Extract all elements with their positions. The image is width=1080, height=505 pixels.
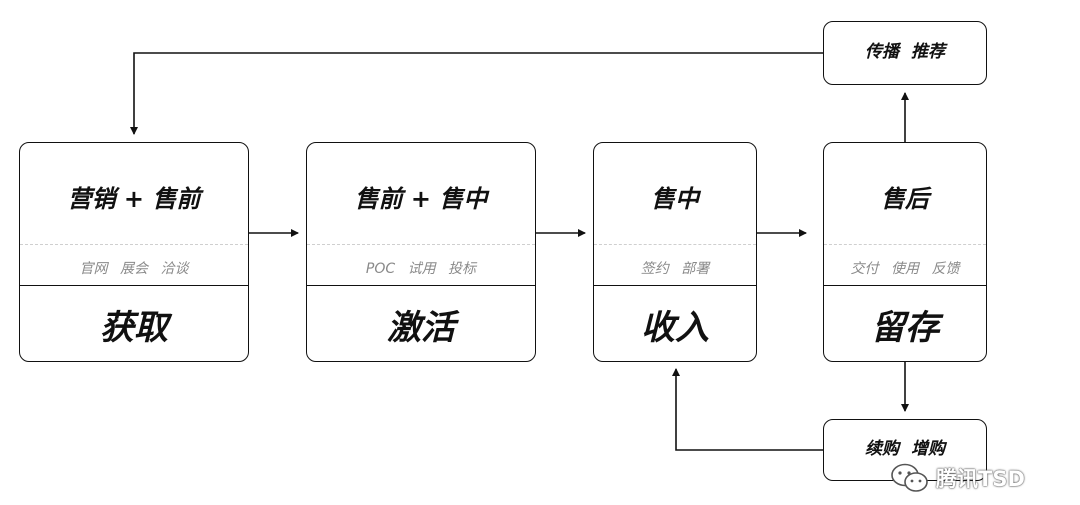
stage-activities: 交付 使用 反馈 <box>850 261 960 277</box>
stage-name: 留存 <box>871 308 939 348</box>
wechat-icon <box>891 463 928 492</box>
dashed-divider <box>20 244 248 245</box>
dashed-divider <box>307 244 535 245</box>
stage-activities: POC 试用 投标 <box>365 261 477 277</box>
referral-box: 传播 推荐 <box>823 21 987 85</box>
stage-title: 售中 <box>651 185 699 213</box>
dashed-divider <box>824 244 986 245</box>
stage-card-header: 售后 交付 使用 反馈 <box>824 143 986 286</box>
stage-title: 营销 + 售前 <box>67 185 201 213</box>
stage-card-revenue: 售中 签约 部署 收入 <box>593 142 757 362</box>
stage-name: 激活 <box>387 308 455 348</box>
arrow-referral-to-acquire <box>130 52 823 135</box>
watermark: 腾讯TSD <box>890 458 1025 498</box>
stage-card-header: 售前 + 售中 POC 试用 投标 <box>307 143 535 286</box>
stage-name: 获取 <box>100 308 168 348</box>
dashed-divider <box>594 244 756 245</box>
stage-card-retention: 售后 交付 使用 反馈 留存 <box>823 142 987 362</box>
stage-name: 收入 <box>641 308 709 348</box>
stage-card-acquisition: 营销 + 售前 官网 展会 洽谈 获取 <box>19 142 249 362</box>
stage-activities: 官网 展会 洽谈 <box>79 261 189 277</box>
stage-title: 售后 <box>881 185 929 213</box>
stage-card-activation: 售前 + 售中 POC 试用 投标 激活 <box>306 142 536 362</box>
stage-card-header: 售中 签约 部署 <box>594 143 756 286</box>
arrow-repurchase-to-revenue <box>672 368 823 451</box>
watermark-text: 腾讯TSD <box>936 467 1025 491</box>
stage-activities: 签约 部署 <box>640 261 710 277</box>
stage-title: 售前 + 售中 <box>354 185 488 213</box>
stage-card-header: 营销 + 售前 官网 展会 洽谈 <box>20 143 248 286</box>
